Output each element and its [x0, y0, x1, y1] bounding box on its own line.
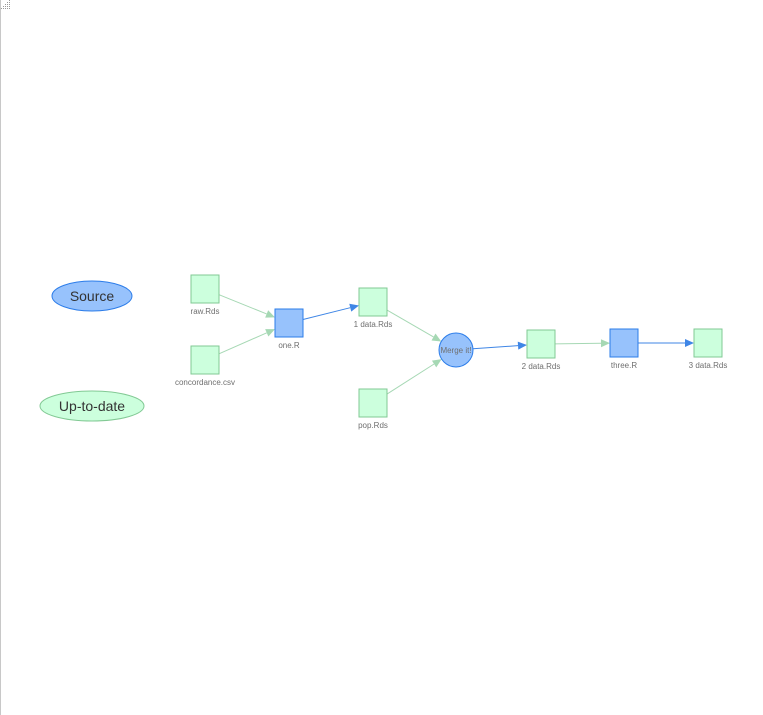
edge-concordance-to-one[interactable] [218, 329, 275, 355]
edges-layer [218, 294, 694, 395]
legend-uptodate-label: Up-to-date [59, 398, 125, 414]
edge-line[interactable] [218, 332, 267, 355]
nodes-layer: raw.Rds concordance.csv one.R 1 data.Rds pop… [175, 274, 728, 430]
node-data2[interactable]: 2 data.Rds [522, 329, 561, 371]
node-data1[interactable]: 1 data.Rds [354, 287, 393, 329]
node-square[interactable] [526, 329, 556, 359]
node-label: pop.Rds [358, 421, 388, 430]
node-label: one.R [278, 341, 300, 350]
edge-raw-to-one[interactable] [218, 294, 275, 318]
edge-one-to-data1[interactable] [302, 303, 359, 320]
edge-arrowhead [431, 359, 442, 368]
node-pop[interactable]: pop.Rds [358, 388, 388, 430]
edge-arrowhead [517, 341, 527, 350]
edge-data1-to-merge[interactable] [386, 309, 442, 342]
legend-source[interactable]: Source [51, 280, 133, 312]
node-circle[interactable] [438, 332, 474, 368]
node-square[interactable] [693, 328, 723, 358]
node-square[interactable] [190, 274, 220, 304]
node-one[interactable]: one.R [274, 308, 304, 350]
node-label: concordance.csv [175, 378, 235, 387]
edge-arrowhead [265, 310, 275, 318]
legend-source-label: Source [70, 288, 115, 304]
edge-arrowhead [265, 329, 275, 337]
edge-line[interactable] [554, 342, 602, 345]
node-square[interactable] [358, 388, 388, 418]
node-label: 1 data.Rds [354, 320, 393, 329]
edge-line[interactable] [218, 294, 267, 315]
legend-uptodate-ellipse[interactable] [39, 390, 145, 422]
node-square[interactable] [190, 345, 220, 375]
edge-data2-to-three[interactable] [554, 339, 610, 348]
legend-uptodate[interactable]: Up-to-date [39, 390, 145, 422]
node-label: 2 data.Rds [522, 362, 561, 371]
legend: Source Up-to-date [39, 280, 145, 422]
legend-source-ellipse[interactable] [51, 280, 133, 312]
node-label: three.R [611, 361, 637, 370]
edge-arrowhead [685, 339, 694, 347]
edge-merge-to-data2[interactable] [472, 341, 527, 350]
node-square[interactable] [609, 328, 639, 358]
node-three[interactable]: three.R [609, 328, 639, 370]
node-merge[interactable]: Merge it! [438, 332, 474, 368]
edge-arrowhead [600, 339, 610, 348]
edge-line[interactable] [386, 309, 434, 338]
edge-three-to-data3[interactable] [638, 339, 694, 347]
node-raw[interactable]: raw.Rds [190, 274, 220, 316]
node-square[interactable] [274, 308, 304, 338]
edge-arrowhead [431, 333, 442, 342]
node-square[interactable] [358, 287, 388, 317]
edge-line[interactable] [472, 345, 519, 350]
edge-pop-to-merge[interactable] [386, 359, 442, 395]
resize-grip-icon[interactable] [1, 0, 11, 10]
node-label: Merge it! [440, 346, 471, 355]
edge-line[interactable] [302, 307, 351, 320]
edge-arrowhead [349, 303, 359, 312]
node-label: raw.Rds [191, 307, 220, 316]
node-label: 3 data.Rds [689, 361, 728, 370]
node-concordance[interactable]: concordance.csv [175, 345, 235, 387]
node-data3[interactable]: 3 data.Rds [689, 328, 728, 370]
edge-line[interactable] [386, 363, 435, 395]
